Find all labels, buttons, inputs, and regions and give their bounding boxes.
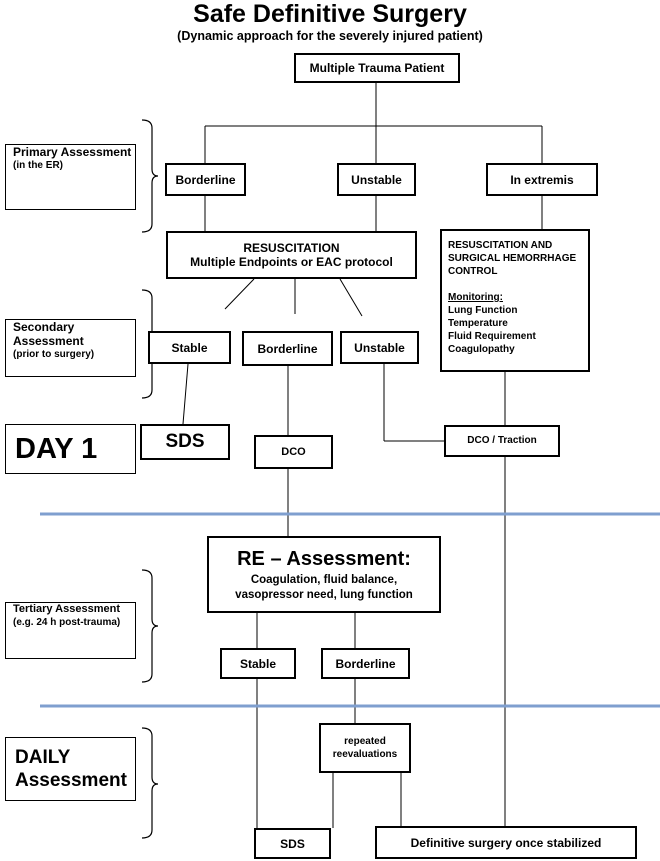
sds-box-day1: SDS (140, 424, 230, 460)
secondary-assessment-label: Secondary Assessment (prior to surgery) (5, 319, 136, 377)
dco-traction-box: DCO / Traction (444, 425, 560, 457)
monitoring-item: Coagulopathy (448, 344, 515, 355)
monitoring-label: Monitoring: (448, 292, 503, 303)
tertiary-note: (e.g. 24 h post-trauma) (13, 617, 121, 628)
reassessment-title: RE – Assessment: (237, 547, 411, 570)
borderline-box-primary: Borderline (165, 163, 246, 196)
stable-box-secondary: Stable (148, 331, 231, 364)
stable-box-tertiary: Stable (220, 648, 296, 679)
resuscitation-title: RESUSCITATION (243, 241, 340, 255)
reassessment-box: RE – Assessment: Coagulation, fluid bala… (207, 536, 441, 613)
secondary-title: Secondary Assessment (13, 320, 84, 348)
monitoring-item: Fluid Requirement (448, 331, 536, 342)
borderline-box-secondary: Borderline (242, 331, 333, 366)
primary-assessment-label: Primary Assessment (in the ER) (5, 144, 136, 210)
in-extremis-box: In extremis (486, 163, 598, 196)
borderline-box-tertiary: Borderline (321, 648, 410, 679)
unstable-box-primary: Unstable (337, 163, 416, 196)
tertiary-assessment-label: Tertiary Assessment (e.g. 24 h post-trau… (5, 602, 136, 659)
reassessment-criteria: Coagulation, fluid balance, vasopressor … (235, 573, 413, 601)
surgical-hemorrhage-control-box: RESUSCITATION AND SURGICAL HEMORRHAGE CO… (440, 229, 590, 372)
monitoring-item: Lung Function (448, 305, 518, 316)
primary-bracket (141, 119, 159, 233)
daily-bracket (141, 727, 159, 839)
resuscitation-box: RESUSCITATION Multiple Endpoints or EAC … (166, 231, 417, 279)
primary-note: (in the ER) (13, 160, 63, 171)
dco-box: DCO (254, 435, 333, 469)
primary-title: Primary Assessment (13, 145, 132, 159)
resuscitation-protocol: Multiple Endpoints or EAC protocol (190, 255, 393, 269)
unstable-box-secondary: Unstable (340, 331, 419, 364)
connector (224, 278, 255, 310)
diagram-subtitle: (Dynamic approach for the severely injur… (177, 29, 483, 43)
secondary-note: (prior to surgery) (13, 349, 95, 360)
sds-box-daily: SDS (254, 828, 331, 859)
multiple-trauma-patient-box: Multiple Trauma Patient (294, 53, 460, 83)
diagram-title: Safe Definitive Surgery (193, 0, 467, 28)
connector (182, 363, 189, 425)
connector (339, 278, 363, 317)
repeated-reevaluations-box: repeated reevaluations (319, 723, 411, 773)
definitive-surgery-box: Definitive surgery once stabilized (375, 826, 637, 859)
tertiary-title: Tertiary Assessment (13, 603, 120, 615)
surgical-hemorrhage-title: RESUSCITATION AND SURGICAL HEMORRHAGE CO… (448, 240, 577, 277)
day1-label: DAY 1 (5, 424, 136, 474)
daily-assessment-label: DAILY Assessment (5, 737, 136, 801)
tertiary-bracket (141, 569, 159, 683)
monitoring-item: Temperature (448, 318, 508, 329)
